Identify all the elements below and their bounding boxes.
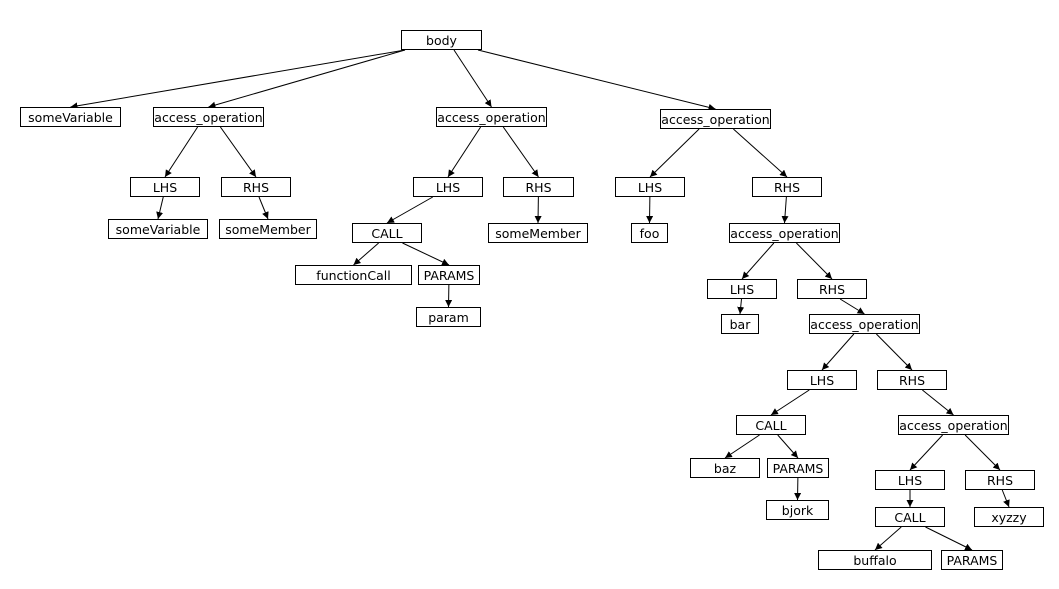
node-lhs: LHS (787, 370, 857, 390)
edge-rhs_4-to-access_5 (839, 298, 865, 315)
node-call: CALL (875, 507, 945, 527)
node-rhs: RHS (752, 177, 822, 197)
node-xyzzy: xyzzy (974, 507, 1044, 527)
edge-access_1-to-rhs_1 (219, 126, 257, 178)
node-rhs: RHS (797, 279, 867, 299)
edge-body-to-access_3 (477, 49, 716, 111)
edge-access_6-to-lhs_6 (909, 434, 943, 471)
edge-access_1-to-lhs_1 (164, 126, 199, 178)
node-baz: baz (690, 458, 760, 478)
edge-access_2-to-lhs_2 (447, 126, 482, 178)
edge-body-to-access_2 (453, 49, 492, 108)
node-call: CALL (352, 223, 422, 243)
edge-access_5-to-lhs_5 (821, 333, 855, 371)
node-call: CALL (736, 415, 806, 435)
node-somemember: someMember (219, 219, 317, 239)
node-somevariable: someVariable (108, 219, 208, 239)
edge-rhs_6-to-xyzzy (1001, 489, 1010, 508)
node-somevariable: someVariable (20, 107, 121, 127)
node-lhs: LHS (707, 279, 777, 299)
edge-call_1-to-params_1 (402, 242, 450, 266)
node-bar: bar (721, 314, 759, 334)
edge-lhs_1-to-someVariable_2 (156, 196, 164, 220)
node-rhs: RHS (221, 177, 291, 197)
edge-access_3-to-lhs_3 (649, 128, 700, 178)
node-param: param (416, 307, 481, 327)
node-foo: foo (631, 223, 668, 243)
node-somemember: someMember (488, 223, 588, 243)
node-params: PARAMS (767, 458, 829, 478)
edge-rhs_3-to-access_4 (781, 196, 789, 224)
node-access-operation: access_operation (153, 107, 264, 127)
node-access-operation: access_operation (436, 107, 547, 127)
edge-access_4-to-rhs_4 (796, 242, 833, 280)
edge-call_3-to-buffalo (874, 526, 902, 551)
node-functioncall: functionCall (295, 265, 412, 285)
edge-lhs_5-to-call_2 (770, 389, 810, 416)
node-lhs: LHS (615, 177, 685, 197)
node-access-operation: access_operation (660, 109, 771, 129)
node-params: PARAMS (941, 550, 1003, 570)
edge-lhs_4-to-bar (737, 298, 745, 315)
node-lhs: LHS (875, 470, 945, 490)
edge-rhs_1-to-someMember_1 (258, 196, 269, 220)
node-access-operation: access_operation (898, 415, 1009, 435)
node-body: body (401, 30, 482, 50)
edge-access_5-to-rhs_5 (876, 333, 913, 371)
edge-rhs_5-to-access_6 (922, 389, 954, 416)
edge-call_1-to-functionCall (353, 242, 379, 266)
node-buffalo: buffalo (818, 550, 932, 570)
edge-call_2-to-params_2 (777, 434, 799, 459)
node-rhs: RHS (503, 177, 574, 197)
node-params: PARAMS (418, 265, 480, 285)
node-lhs: LHS (130, 177, 200, 197)
edge-body-to-access_1 (208, 49, 406, 109)
node-bjork: bjork (766, 500, 829, 520)
node-rhs: RHS (965, 470, 1035, 490)
edge-body-to-someVariable_1 (70, 49, 406, 110)
edge-call_2-to-baz (724, 434, 760, 459)
edge-access_4-to-lhs_4 (741, 242, 775, 280)
edge-access_3-to-rhs_3 (733, 128, 788, 178)
node-rhs: RHS (877, 370, 947, 390)
edge-call_3-to-params_3 (925, 526, 973, 551)
node-access-operation: access_operation (729, 223, 840, 243)
edge-access_6-to-rhs_6 (964, 434, 1001, 471)
edge-access_2-to-rhs_2 (502, 126, 539, 178)
node-lhs: LHS (413, 177, 483, 197)
node-access-operation: access_operation (809, 314, 920, 334)
edge-lhs_2-to-call_1 (386, 196, 433, 224)
